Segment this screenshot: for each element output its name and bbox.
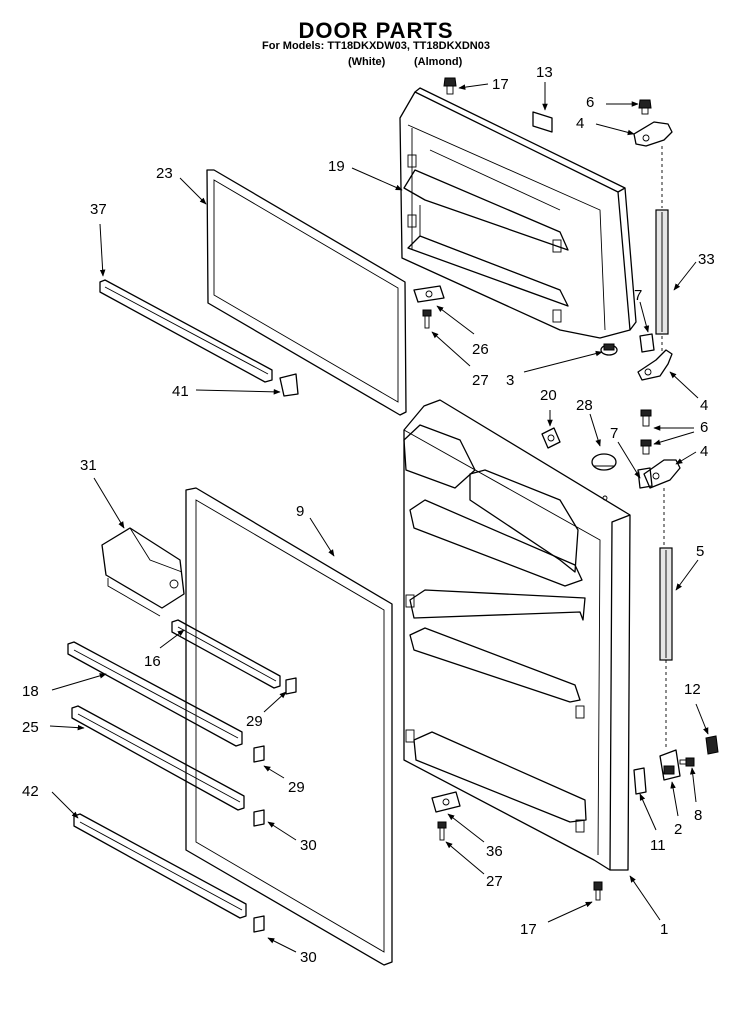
part-25-door-rail [71, 705, 245, 811]
callout-9: 9 [296, 503, 304, 520]
callout-labels: 17 13 6 4 19 23 37 33 7 26 27 3 4 41 20 … [22, 64, 715, 966]
part-5-hinge-cover-fresh-food [659, 547, 673, 661]
callout-7-upper: 7 [634, 287, 642, 304]
callout-26: 26 [472, 341, 489, 358]
part-31-dairy-door [101, 527, 185, 617]
part-36-door-stop-lower [431, 791, 461, 813]
callout-41: 41 [172, 383, 189, 400]
callout-25: 25 [22, 719, 39, 736]
callout-29-lower: 29 [288, 779, 305, 796]
part-41-end-cap [279, 373, 299, 397]
callout-7-lower: 7 [610, 425, 618, 442]
fresh-food-door-gasket [185, 487, 393, 966]
callout-30-upper: 30 [300, 837, 317, 854]
callout-37: 37 [90, 201, 107, 218]
part-16-shelf-retainer [171, 619, 281, 689]
callout-2: 2 [674, 821, 682, 838]
callout-19: 19 [328, 158, 345, 175]
part-27-screw-upper [422, 309, 432, 329]
callout-23: 23 [156, 165, 173, 182]
callout-11: 11 [650, 837, 666, 854]
part-7-hinge-shim-upper [639, 333, 655, 353]
callout-1: 1 [660, 921, 668, 938]
callout-27-upper: 27 [472, 372, 489, 389]
part-17-top-screw [443, 77, 457, 95]
callout-29-upper: 29 [246, 713, 263, 730]
variant-almond-label: (Almond) [414, 56, 463, 68]
part-29-end-cap-upper [285, 677, 297, 695]
part-26-door-stop [413, 285, 445, 303]
part-42-door-rail [73, 813, 247, 919]
callout-36: 36 [486, 843, 503, 860]
callout-30-lower: 30 [300, 949, 317, 966]
variant-white-label: (White) [348, 56, 386, 68]
callout-27-lower: 27 [486, 873, 503, 890]
callout-3: 3 [506, 372, 514, 389]
part-4-lower-hinge-bracket [643, 459, 681, 489]
callout-5: 5 [696, 543, 704, 560]
callout-17-top: 17 [492, 76, 509, 93]
callout-33: 33 [698, 251, 715, 268]
callout-31: 31 [80, 457, 97, 474]
part-20-light-switch [541, 427, 561, 449]
callout-17-bottom: 17 [520, 921, 537, 938]
part-6-hinge-screw-lower [640, 439, 652, 455]
part-3-door-closer [600, 343, 618, 356]
callout-20: 20 [540, 387, 557, 404]
part-28-cap [591, 453, 617, 471]
part-29-end-cap-lower [253, 745, 265, 763]
callout-42: 42 [22, 783, 39, 800]
freezer-door-gasket [206, 169, 407, 416]
model-list: For Models: TT18DKXDW03, TT18DKXDN03 [262, 40, 490, 52]
leader-lines [49, 82, 709, 953]
callout-4-center: 4 [700, 397, 708, 414]
part-8-hinge-screw-bottom [679, 757, 695, 767]
callout-6-top: 6 [586, 94, 594, 111]
callout-28: 28 [576, 397, 593, 414]
callout-4-lower: 4 [700, 443, 708, 460]
fresh-food-door-liner [403, 399, 631, 871]
callout-8: 8 [694, 807, 702, 824]
callout-4-top: 4 [576, 115, 584, 132]
part-4-top-hinge [633, 121, 673, 147]
freezer-door-liner [399, 87, 637, 339]
part-33-hinge-cover-freezer [655, 209, 669, 335]
part-6-hinge-screw-center [640, 409, 652, 427]
part-27-screw-lower [437, 821, 447, 841]
diagram-title: DOOR PARTS [298, 18, 454, 43]
part-7-hinge-shim-lower [637, 467, 653, 489]
part-6-hinge-screw-top [638, 99, 652, 115]
part-4-center-hinge [637, 349, 673, 381]
callout-6-center: 6 [700, 419, 708, 436]
part-2-bottom-hinge [659, 749, 681, 781]
part-11-hinge-cover-bottom [633, 767, 647, 795]
part-17-bottom-screw [593, 881, 603, 901]
callout-13: 13 [536, 64, 553, 81]
part-18-door-rail [67, 641, 243, 747]
part-30-end-cap-lower [253, 915, 265, 933]
callout-16: 16 [144, 653, 161, 670]
part-12-hinge-plug [705, 735, 719, 755]
part-30-end-cap-upper [253, 809, 265, 827]
part-13-label-plate [532, 111, 553, 133]
callout-12: 12 [684, 681, 701, 698]
part-37-retainer-bar [99, 279, 273, 383]
callout-18: 18 [22, 683, 39, 700]
